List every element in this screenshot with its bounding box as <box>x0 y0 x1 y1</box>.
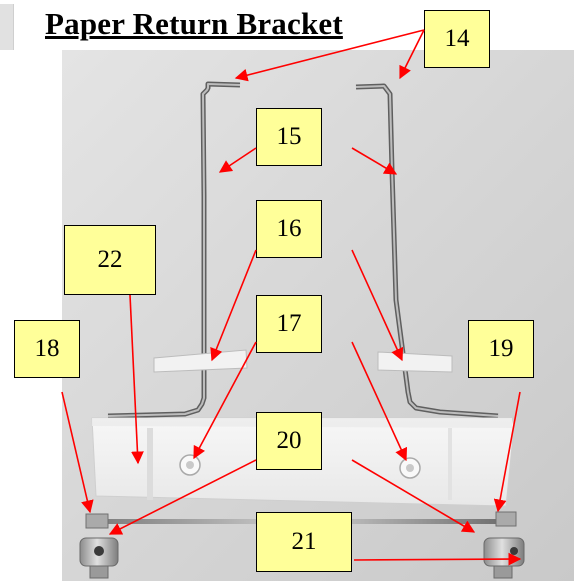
callout-21: 21 <box>256 512 352 572</box>
callout-17: 17 <box>256 295 322 353</box>
callout-20: 20 <box>256 412 322 470</box>
callout-19: 19 <box>468 320 534 378</box>
left-plate-hole <box>179 454 201 476</box>
callout-16: 16 <box>256 200 322 258</box>
right-plate-hole <box>399 457 421 479</box>
callout-22: 22 <box>64 225 156 295</box>
callout-18: 18 <box>14 320 80 378</box>
callout-14: 14 <box>424 10 490 68</box>
side-tab <box>0 4 14 50</box>
page-title: Paper Return Bracket <box>45 6 343 41</box>
callout-15: 15 <box>256 108 322 166</box>
left-collar <box>79 513 119 579</box>
right-paddle <box>377 351 453 373</box>
